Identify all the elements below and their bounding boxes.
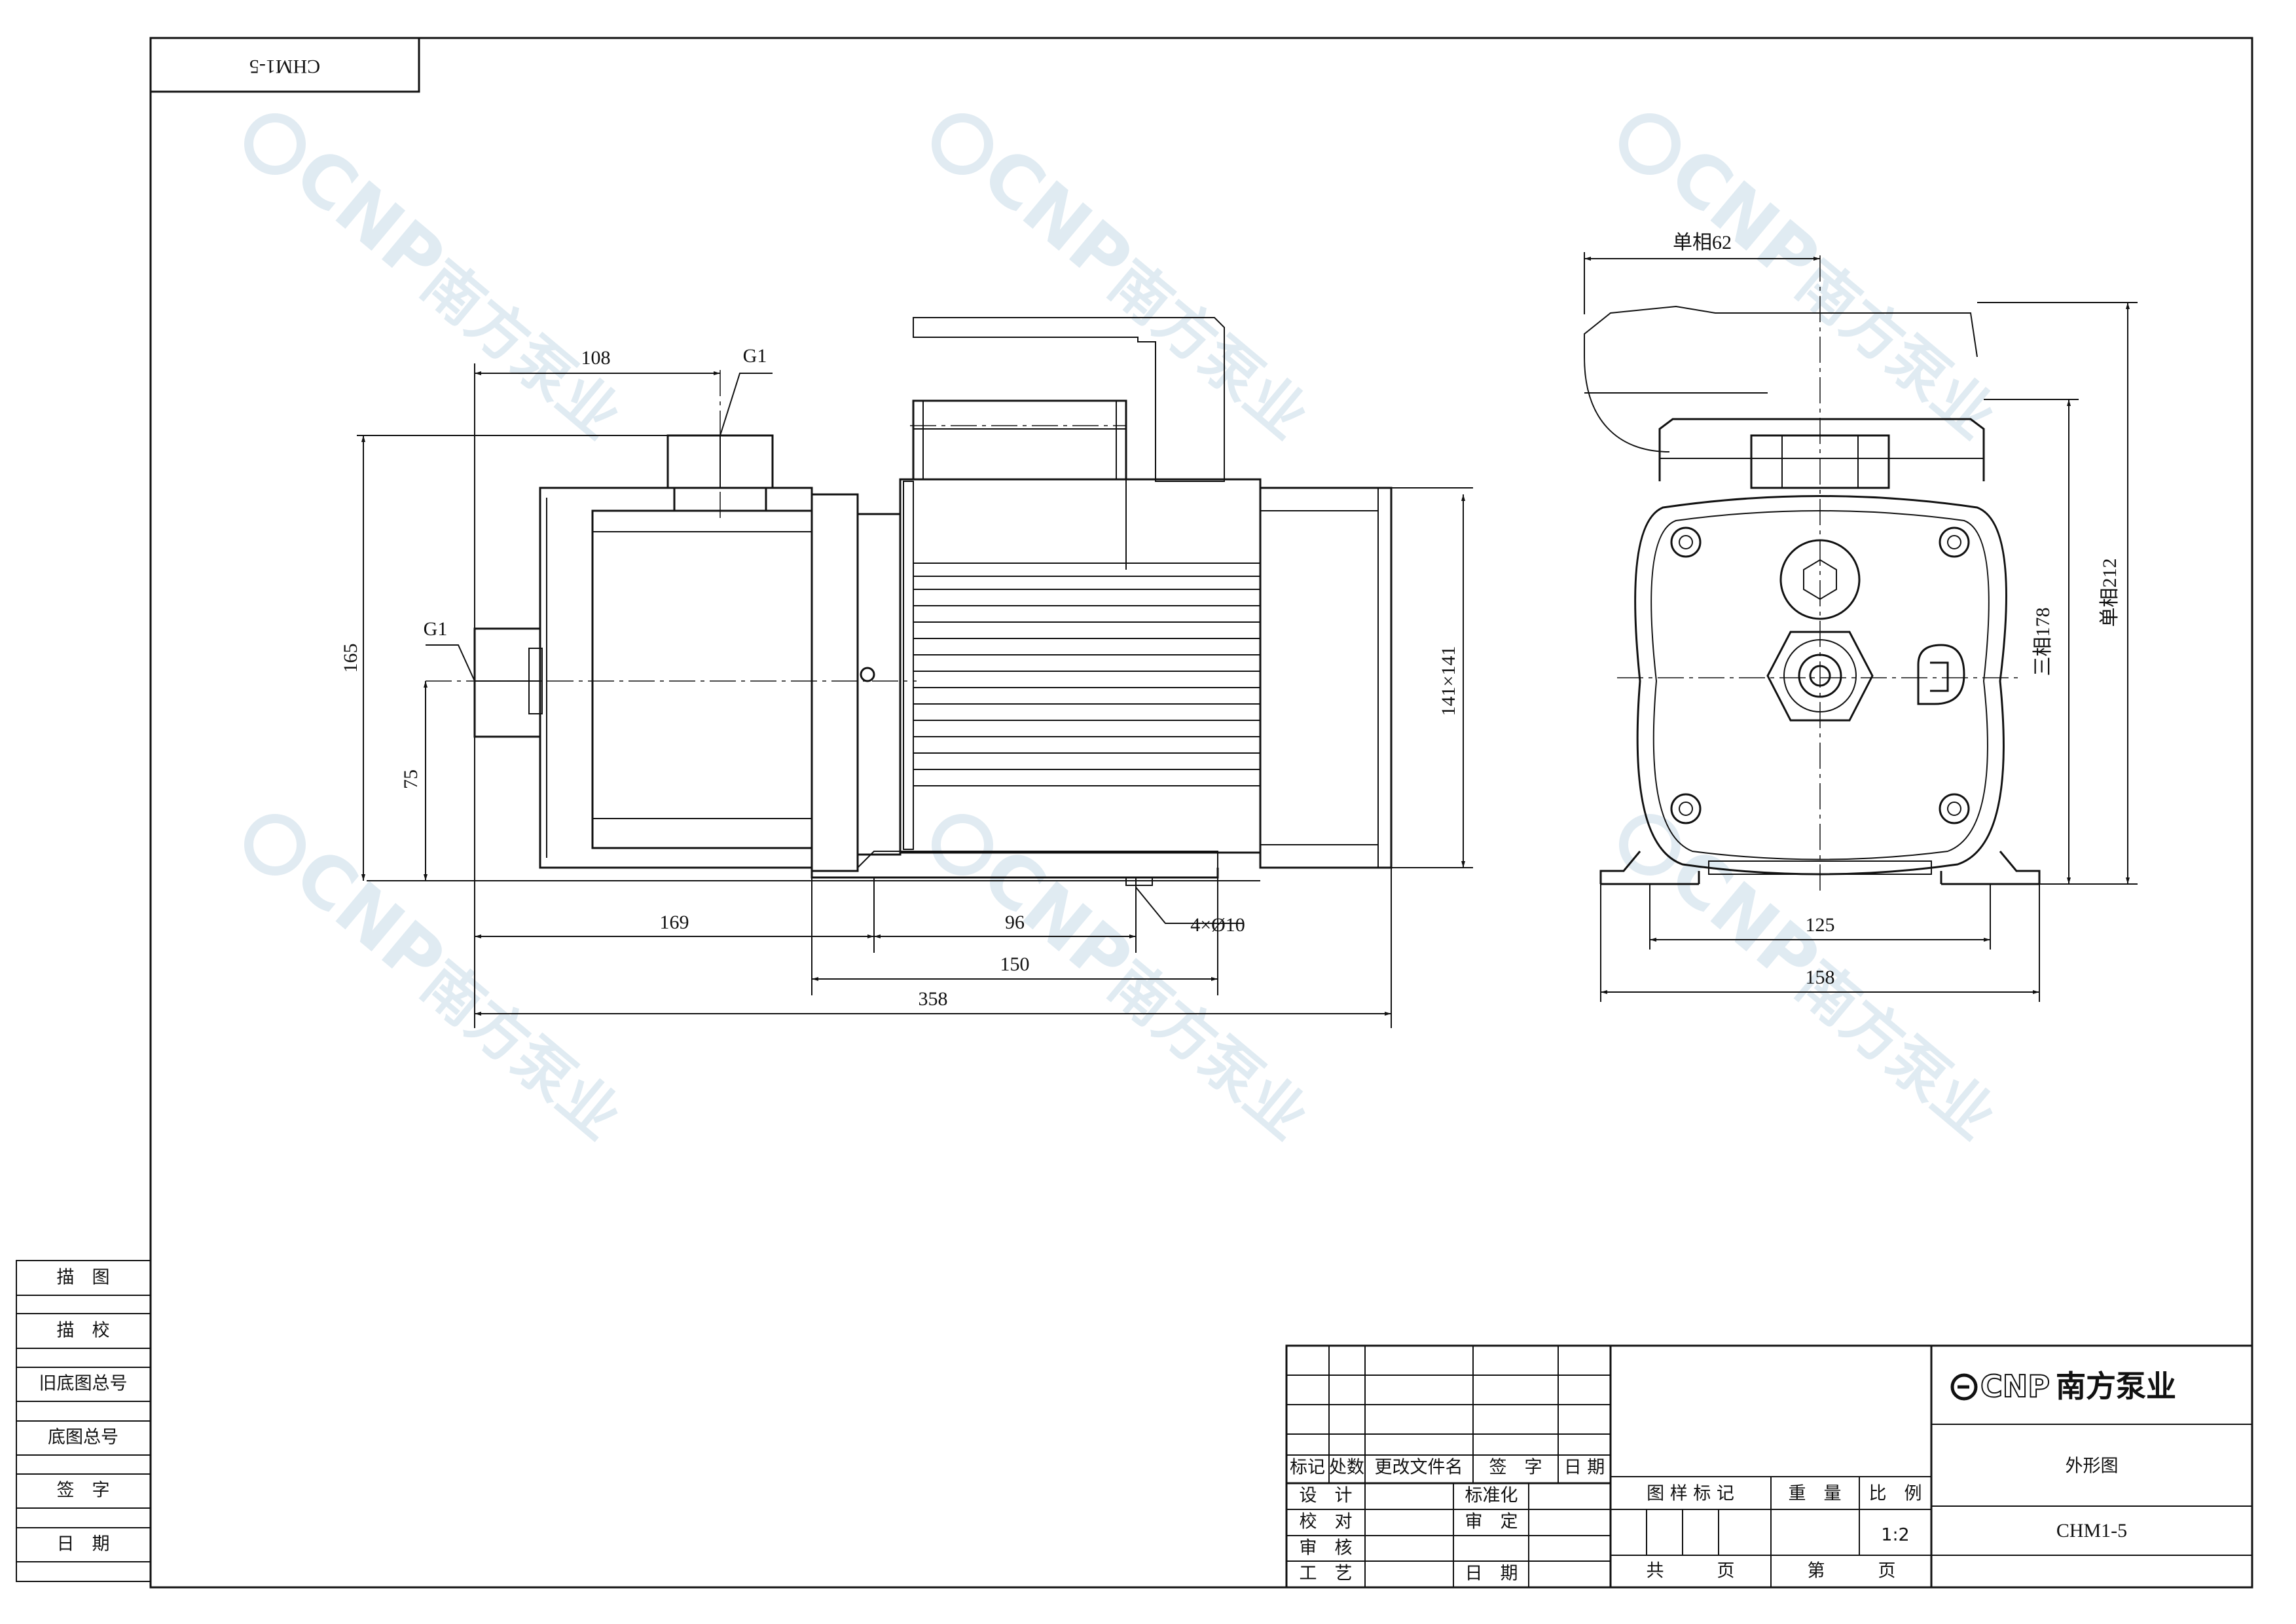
dim-141x141: 141×141 <box>1438 646 1459 716</box>
role-approval: 审 定 <box>1465 1512 1518 1532</box>
rev-header: 签 字 <box>1489 1458 1542 1478</box>
info-header-scale: 比 例 <box>1869 1484 1922 1504</box>
left-table-cell: 底图总号 <box>48 1428 118 1448</box>
company-logo: CNP 南方泵业 <box>1950 1368 2176 1405</box>
side-view-labels: 108 G1 G1 165 75 141×141 169 96 4×Ø10 15… <box>340 345 1459 1010</box>
drawing-name: 外形图 <box>2066 1456 2119 1477</box>
sheet-number: 第 页 <box>1808 1561 1896 1581</box>
scale-value: 1:2 <box>1881 1525 1909 1545</box>
company-brand: CNP <box>1980 1369 2050 1404</box>
dim-single-phase-212: 单相212 <box>2099 559 2121 627</box>
dim-125: 125 <box>1806 914 1835 936</box>
dim-169: 169 <box>660 912 689 933</box>
dim-96: 96 <box>1005 912 1025 933</box>
side-view-dimensions <box>357 363 1473 1028</box>
sheet-total: 共 页 <box>1647 1561 1735 1581</box>
dim-three-phase-178: 三相178 <box>2032 608 2054 676</box>
label-g1-inlet: G1 <box>424 618 448 640</box>
title-tag: CHM1-5 <box>149 37 420 93</box>
left-table-cell: 日 期 <box>57 1534 110 1555</box>
label-g1-outlet: G1 <box>743 345 767 367</box>
pump-side-view <box>367 317 1393 886</box>
left-table-cell: 描 图 <box>57 1268 110 1288</box>
left-table-cell: 签 字 <box>57 1481 110 1501</box>
watermark-layer: CNP 南方泵业 CNP 南方泵业 CNP 南方泵业 CNP 南方泵业 CNP … <box>244 113 2008 1153</box>
info-header-pattern-mark: 图 样 标 记 <box>1647 1484 1734 1504</box>
dim-358: 358 <box>919 988 948 1010</box>
role-designer: 设 计 <box>1300 1486 1353 1506</box>
dim-150: 150 <box>1000 953 1030 975</box>
role-reviewer: 审 核 <box>1300 1538 1353 1559</box>
title-tag-text: CHM1-5 <box>249 56 320 77</box>
dim-75: 75 <box>400 769 422 789</box>
dim-158: 158 <box>1806 967 1835 988</box>
rev-header: 处数 <box>1329 1458 1364 1478</box>
title-block-text: 标记 处数 更改文件名 签 字 日 期 设 计 校 对 审 核 工 艺 标准化 … <box>1290 1368 2176 1584</box>
pump-end-view <box>1584 255 2041 891</box>
end-view-labels: 单相62 三相178 单相212 125 158 <box>1673 232 2121 988</box>
drawing-frame <box>149 37 2253 1589</box>
info-header-weight: 重 量 <box>1789 1484 1842 1504</box>
rev-header: 日 期 <box>1564 1458 1605 1478</box>
watermark-cn: 南方泵业 <box>409 949 633 1153</box>
dim-mounting-holes: 4×Ø10 <box>1190 914 1245 936</box>
dim-165: 165 <box>340 644 361 673</box>
dim-single-phase-62: 单相62 <box>1673 232 1732 253</box>
role-standardization: 标准化 <box>1465 1486 1518 1506</box>
left-table-cell: 旧底图总号 <box>39 1374 128 1394</box>
left-signature-table: 描 图 描 校 旧底图总号 底图总号 签 字 日 期 <box>16 1260 151 1582</box>
dim-108: 108 <box>581 347 611 369</box>
drawing-number: CHM1-5 <box>2056 1520 2127 1541</box>
title-block <box>1285 1344 2253 1589</box>
end-view-dimensions <box>1584 252 2138 1002</box>
role-date: 日 期 <box>1465 1564 1518 1584</box>
role-checker: 校 对 <box>1300 1512 1353 1532</box>
company-name: 南方泵业 <box>2056 1369 2176 1404</box>
left-table-cell: 描 校 <box>57 1321 110 1341</box>
watermark-cn: 南方泵业 <box>1096 248 1321 452</box>
role-process: 工 艺 <box>1300 1564 1353 1584</box>
rev-header: 标记 <box>1290 1458 1325 1478</box>
rev-header: 更改文件名 <box>1375 1458 1463 1478</box>
